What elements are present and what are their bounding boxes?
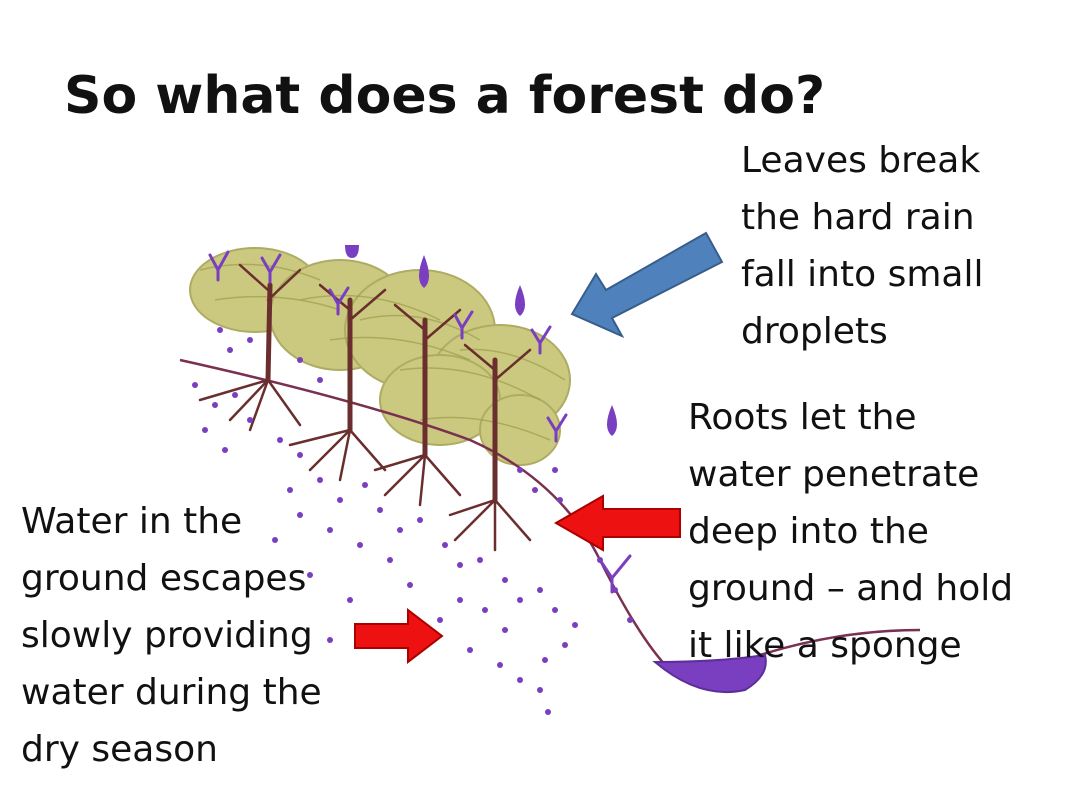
raindrops	[345, 245, 617, 436]
caption-line: slowly providing	[21, 615, 313, 656]
trees	[265, 282, 498, 503]
caption-line: dry season	[21, 729, 218, 770]
red-arrow-roots	[553, 494, 681, 552]
caption-line: ground escapes	[21, 558, 307, 599]
caption-line: Water in the	[21, 501, 243, 542]
caption-line: it like a sponge	[688, 625, 962, 666]
canopy	[189, 247, 571, 466]
caption-line: water during the	[21, 672, 322, 713]
caption-line: droplets	[741, 311, 888, 352]
caption-line: fall into small	[741, 254, 984, 295]
caption-line: Leaves break	[741, 140, 981, 181]
caption-line: the hard rain	[741, 197, 975, 238]
caption-leaves: Leaves break the hard rain fall into sma…	[741, 132, 983, 360]
pond	[652, 653, 767, 694]
red-arrow-groundwater	[354, 607, 444, 665]
caption-line: water penetrate	[688, 454, 980, 495]
caption-line: ground – and hold	[688, 568, 1014, 609]
caption-groundwater: Water in the ground escapes slowly provi…	[21, 493, 322, 778]
splash-marks	[208, 250, 632, 594]
caption-line: deep into the	[688, 511, 929, 552]
blue-arrow	[570, 231, 724, 339]
caption-roots: Roots let the water penetrate deep into …	[688, 389, 1013, 674]
slide-title: So what does a forest do?	[64, 66, 826, 126]
caption-line: Roots let the	[688, 397, 917, 438]
